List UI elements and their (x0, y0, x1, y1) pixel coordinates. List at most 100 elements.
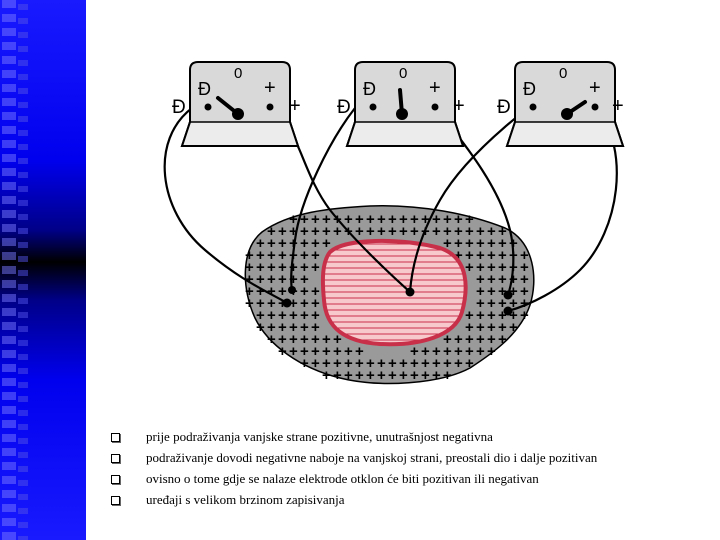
plus-sign: + (454, 343, 463, 360)
plus-sign: + (322, 235, 331, 252)
bullet-square-icon (111, 475, 120, 484)
plus-sign: + (344, 343, 353, 360)
plus-sign: + (487, 343, 496, 360)
plus-sign: + (278, 283, 287, 300)
plus-sign: + (443, 223, 452, 240)
plus-sign: + (267, 247, 276, 264)
plus-sign: + (267, 295, 276, 312)
plus-sign: + (245, 295, 254, 312)
meter-1-left-terminal: Đ (172, 97, 186, 118)
plus-sign: + (421, 355, 430, 372)
slide-sidebar (0, 0, 86, 540)
bullet-text: podraživanje dovodi negativne naboje na … (146, 450, 598, 465)
plus-sign: + (399, 211, 408, 228)
electrode-2 (288, 286, 296, 294)
plus-sign: + (520, 271, 529, 288)
electrode-5 (503, 306, 513, 316)
plus-sign: + (256, 271, 265, 288)
plus-sign: + (432, 223, 441, 240)
wire-meter2-minus (290, 107, 356, 291)
plus-sign: + (509, 283, 518, 300)
plus-sign: + (410, 355, 419, 372)
plus-sign: + (476, 283, 485, 300)
plus-sign: + (432, 367, 441, 384)
plus-sign: + (300, 331, 309, 348)
plus-sign: + (432, 355, 441, 372)
plus-sign: + (421, 211, 430, 228)
plus-sign: + (300, 319, 309, 336)
plus-sign: + (278, 295, 287, 312)
plus-sign: + (520, 295, 529, 312)
plus-sign: + (432, 211, 441, 228)
plus-sign: + (256, 235, 265, 252)
plus-sign: + (498, 259, 507, 276)
plus-sign: + (465, 331, 474, 348)
plus-sign: + (465, 355, 474, 372)
plus-sign: + (454, 331, 463, 348)
sidebar-pattern (2, 0, 16, 540)
plus-sign: + (410, 343, 419, 360)
outer-plus-signs: ++++++++++++++++++++++++++++++++++++++++… (245, 211, 529, 384)
plus-sign: + (377, 211, 386, 228)
plus-sign: + (366, 367, 375, 384)
plus-sign: + (487, 319, 496, 336)
plus-sign: + (498, 331, 507, 348)
plus-sign: + (289, 343, 298, 360)
plus-sign: + (498, 247, 507, 264)
plus-sign: + (278, 343, 287, 360)
plus-sign: + (421, 343, 430, 360)
plus-sign: + (487, 259, 496, 276)
plus-sign: + (476, 247, 485, 264)
plus-sign: + (245, 247, 254, 264)
meter-3-left-terminal: Đ (497, 97, 511, 118)
bullet-item: prije podraživanja vanjske strane poziti… (108, 426, 708, 447)
plus-sign: + (322, 211, 331, 228)
plus-sign: + (300, 259, 309, 276)
plus-sign: + (388, 355, 397, 372)
plus-sign: + (520, 247, 529, 264)
plus-sign: + (311, 259, 320, 276)
plus-sign: + (256, 283, 265, 300)
plus-sign: + (465, 343, 474, 360)
plus-sign: + (454, 223, 463, 240)
plus-sign: + (278, 307, 287, 324)
plus-sign: + (421, 367, 430, 384)
plus-sign: + (322, 355, 331, 372)
plus-sign: + (300, 235, 309, 252)
plus-sign: + (410, 211, 419, 228)
plus-sign: + (289, 319, 298, 336)
plus-sign: + (267, 259, 276, 276)
plus-sign: + (300, 247, 309, 264)
plus-sign: + (377, 367, 386, 384)
plus-sign: + (322, 343, 331, 360)
plus-sign: + (432, 343, 441, 360)
meter-3-plus-label: + (589, 77, 601, 99)
plus-sign: + (476, 271, 485, 288)
plus-sign: + (333, 355, 342, 372)
plus-sign: + (311, 343, 320, 360)
plus-sign: + (366, 211, 375, 228)
bullet-square-icon (111, 433, 120, 442)
plus-sign: + (344, 367, 353, 384)
plus-sign: + (487, 223, 496, 240)
plus-sign: + (399, 223, 408, 240)
plus-sign: + (454, 235, 463, 252)
plus-sign: + (289, 211, 298, 228)
plus-sign: + (410, 223, 419, 240)
plus-sign: + (300, 307, 309, 324)
electrodes (282, 286, 513, 316)
plus-sign: + (465, 259, 474, 276)
meter-1-minus-label: Đ (198, 79, 211, 99)
plus-sign: + (410, 367, 419, 384)
plus-sign: + (487, 307, 496, 324)
plus-sign: + (388, 211, 397, 228)
meter-1-zero-label: 0 (234, 65, 242, 82)
bullet-item: ovisno o tome gdje se nalaze elektrode o… (108, 468, 708, 489)
plus-sign: + (267, 271, 276, 288)
bullet-item: podraživanje dovodi negativne naboje na … (108, 447, 708, 468)
sidebar-pattern-inner (18, 4, 28, 540)
meter-2-needle (398, 88, 404, 116)
plus-sign: + (476, 343, 485, 360)
plus-sign: + (476, 235, 485, 252)
